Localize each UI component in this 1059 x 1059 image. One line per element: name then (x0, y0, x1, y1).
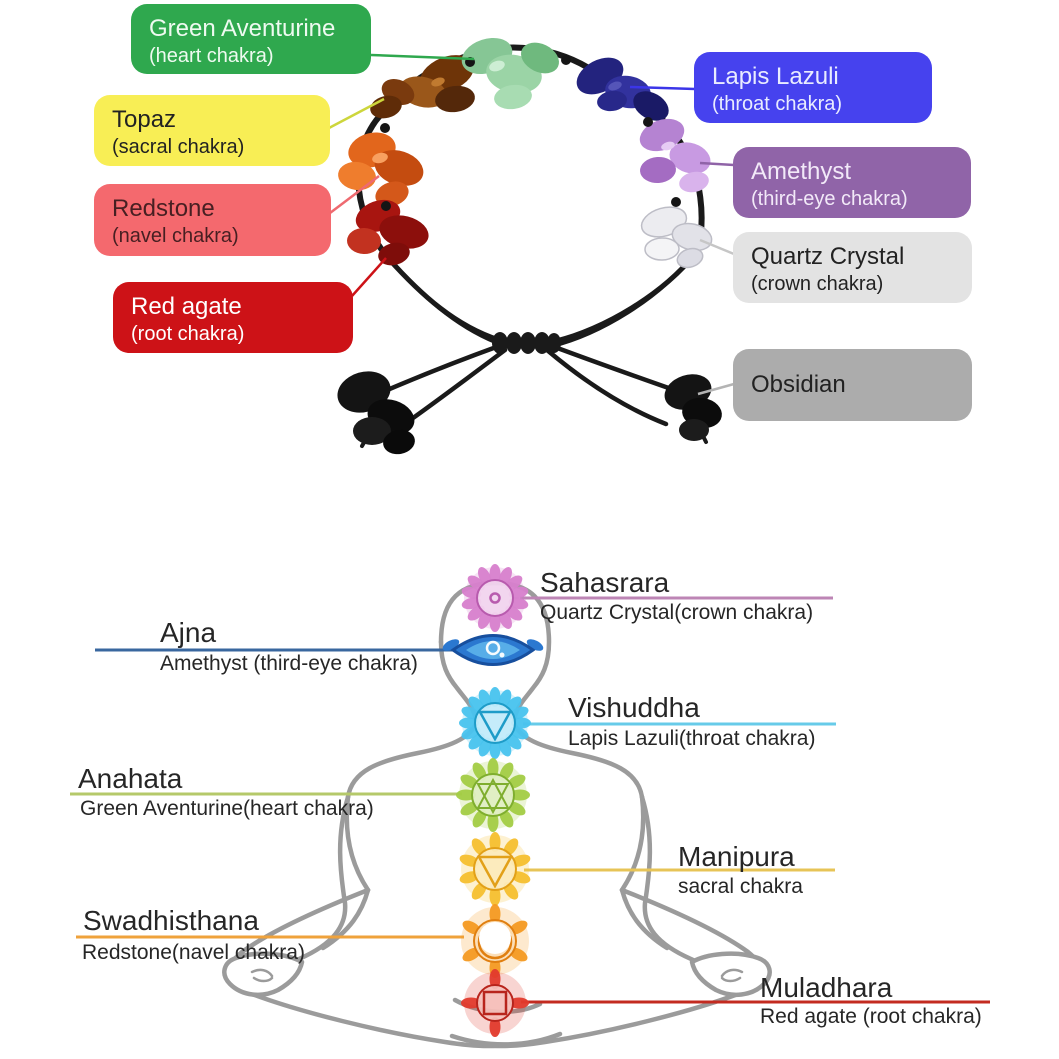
anahata-title: Anahata (78, 763, 183, 794)
ajna-title: Ajna (160, 617, 217, 648)
callout-subtitle: (crown chakra) (751, 273, 884, 295)
topaz-stones (370, 55, 475, 119)
callout-title: Green Aventurine (149, 15, 336, 42)
callout-subtitle: (root chakra) (131, 323, 245, 345)
callout-title: Obsidian (751, 371, 846, 398)
muladhara-symbol (461, 969, 529, 1037)
muladhara-subtitle: Red agate (root chakra) (760, 1005, 982, 1028)
amethyst-leader-line (699, 161, 735, 167)
obsidian-stones (337, 371, 722, 455)
swadhisthana-subtitle: Redstone(navel chakra) (82, 941, 305, 964)
vishuddha-title: Vishuddha (568, 692, 700, 723)
anahata-subtitle: Green Aventurine(heart chakra) (80, 797, 374, 820)
lapis-lazuli-stones (576, 57, 669, 121)
callout-title: Lapis Lazuli (712, 63, 839, 90)
ajna-symbol (442, 634, 544, 666)
redstone-stones (338, 132, 424, 207)
chakra-lines (70, 596, 990, 1004)
quartz-crystal-stones (640, 206, 713, 269)
callout-amethyst: Amethyst (third-eye chakra) (733, 147, 971, 218)
callout-subtitle: (third-eye chakra) (751, 188, 908, 210)
green-aventurine-stones (461, 37, 559, 110)
callout-title: Quartz Crystal (751, 243, 905, 270)
topaz-leader-line (328, 97, 385, 130)
anahata-symbol (456, 758, 530, 832)
callout-title: Topaz (112, 106, 177, 133)
sahasrara-symbol (461, 564, 529, 632)
callout-title: Redstone (112, 195, 215, 222)
ajna-subtitle: Amethyst (third-eye chakra) (160, 652, 418, 675)
callout-lapis-lazuli: Lapis Lazuli (throat chakra) (694, 52, 932, 123)
muladhara-title: Muladhara (760, 972, 893, 1003)
callout-red-agate: Red agate (root chakra) (113, 282, 353, 353)
callout-obsidian: Obsidian (733, 349, 972, 421)
callout-title: Amethyst (751, 158, 852, 185)
swadhisthana-symbol (461, 904, 529, 978)
amethyst-stones (639, 118, 711, 193)
callout-subtitle: (navel chakra) (112, 225, 239, 247)
callout-subtitle: (throat chakra) (712, 93, 843, 115)
quartz-leader-line (699, 238, 735, 256)
callout-green-aventurine: Green Aventurine (heart chakra) (131, 4, 371, 74)
vishuddha-symbol (459, 687, 531, 759)
red-agate-leader-line (351, 257, 387, 297)
lapis-leader-line (629, 85, 696, 91)
redstone-leader-line (329, 175, 380, 214)
callout-subtitle: (heart chakra) (149, 45, 274, 67)
callout-leader-lines (328, 53, 735, 396)
bracelet-photo (337, 37, 722, 455)
callout-subtitle: (sacral chakra) (112, 136, 245, 158)
manipura-title: Manipura (678, 841, 795, 872)
callout-title: Red agate (131, 293, 242, 320)
sliding-knot (492, 332, 561, 354)
sahasrara-title: Sahasrara (540, 567, 670, 598)
swadhisthana-title: Swadhisthana (83, 905, 259, 936)
chakra-symbols (442, 564, 544, 1037)
callout-topaz: Topaz (sacral chakra) (94, 95, 330, 166)
green-aventurine-leader-line (370, 53, 475, 61)
callout-quartz-crystal: Quartz Crystal (crown chakra) (733, 232, 972, 303)
obsidian-leader-line (697, 382, 735, 396)
callout-redstone: Redstone (navel chakra) (94, 184, 331, 256)
manipura-symbol (459, 832, 531, 906)
vishuddha-subtitle: Lapis Lazuli(throat chakra) (568, 727, 816, 750)
sahasrara-subtitle: Quartz Crystal(crown chakra) (540, 601, 814, 624)
manipura-subtitle: sacral chakra (678, 875, 803, 898)
